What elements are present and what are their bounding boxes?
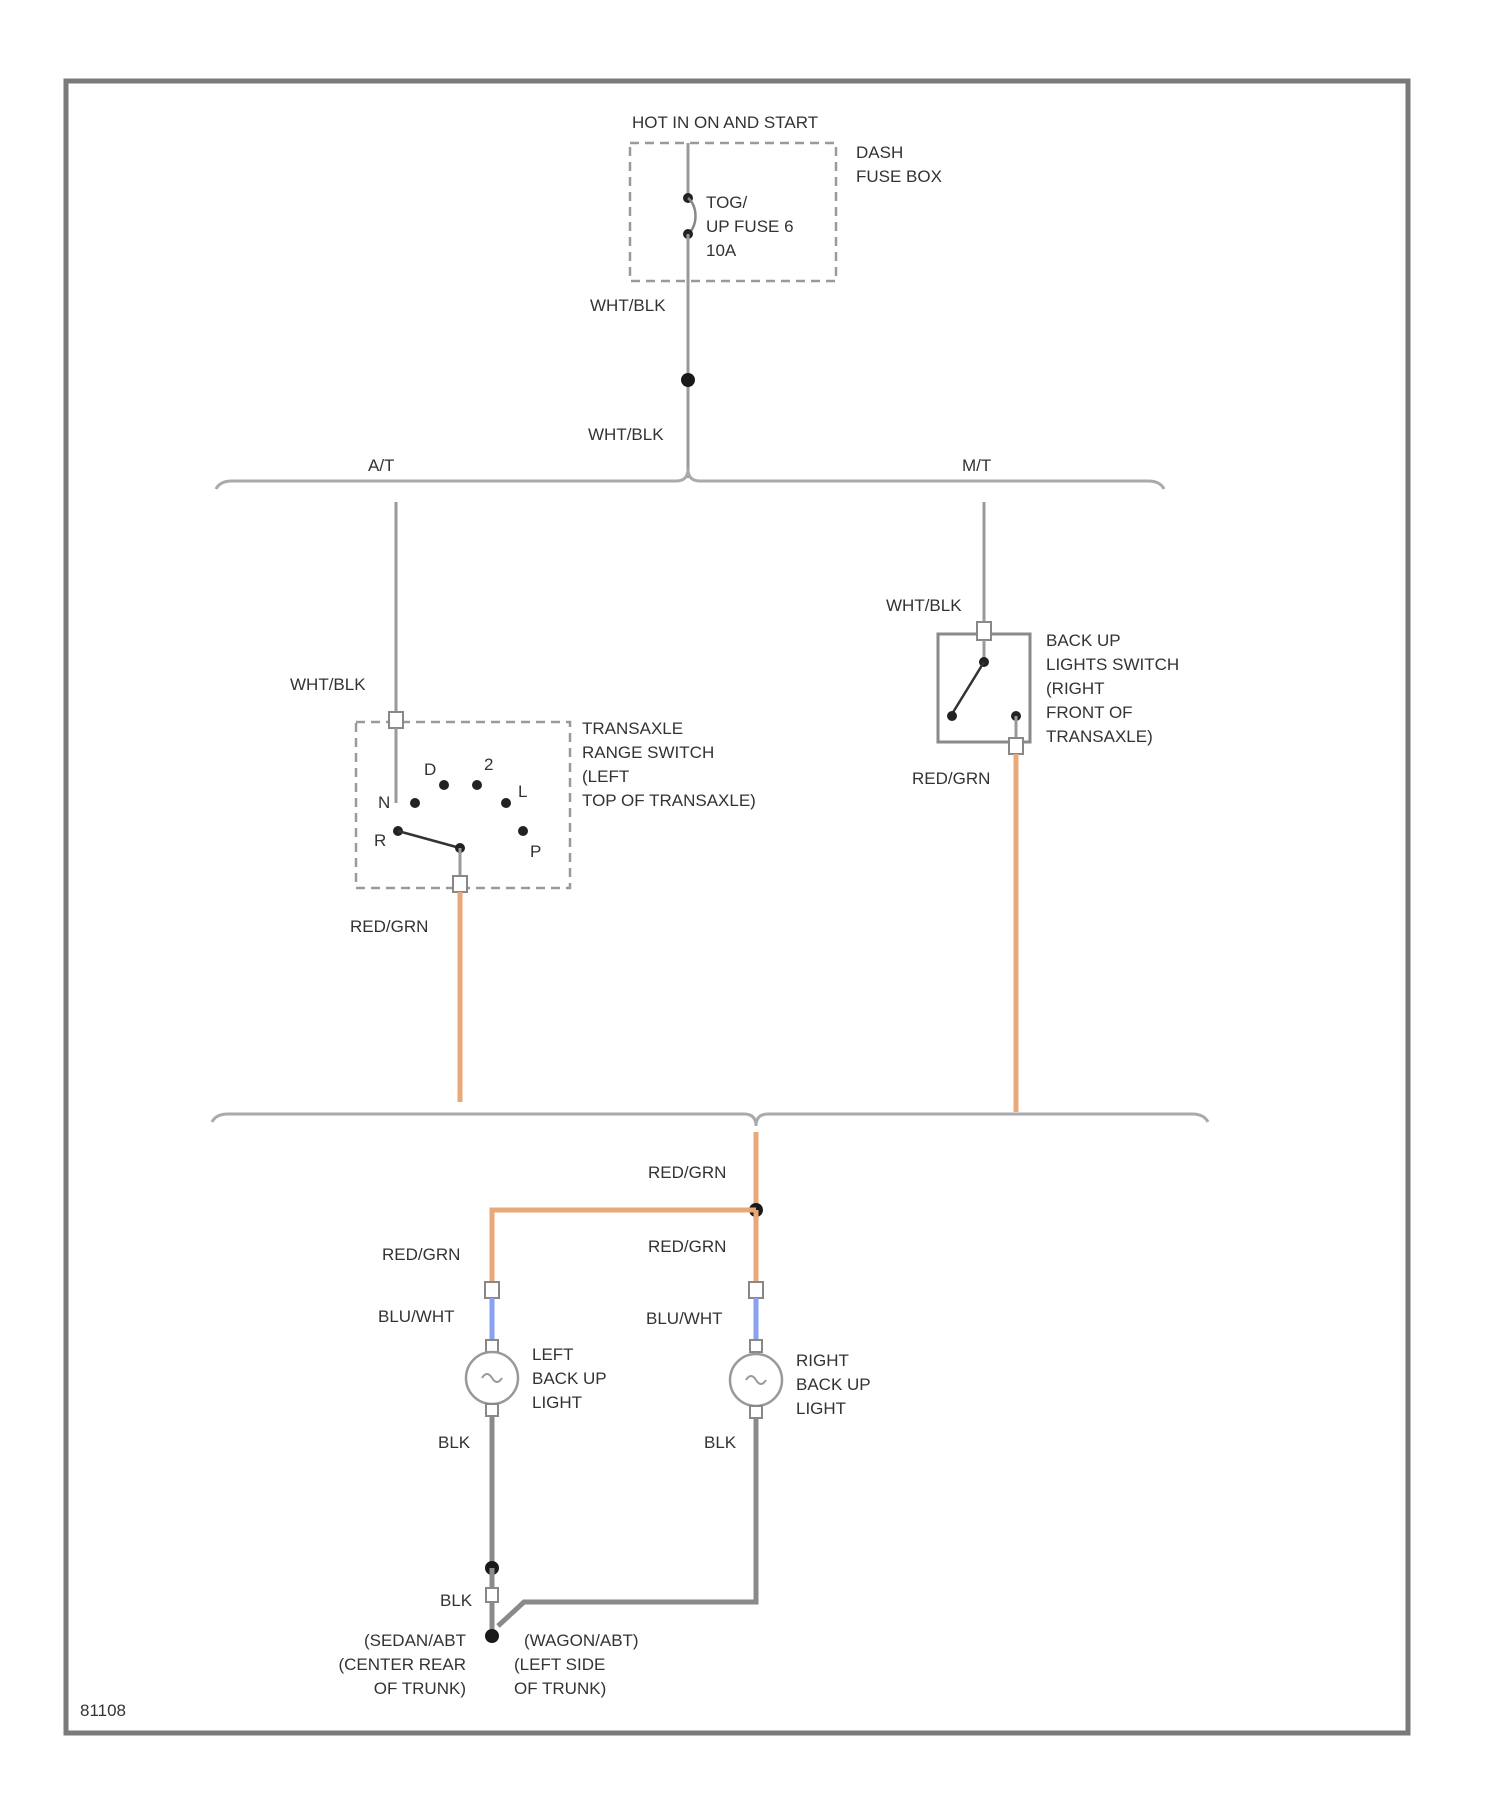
right-light-label-1: RIGHT xyxy=(796,1351,849,1370)
wire-label-wht-blk-2: WHT/BLK xyxy=(588,425,664,444)
wire-label-blk-ground: BLK xyxy=(440,1591,473,1610)
wire-label-wht-blk-mt: WHT/BLK xyxy=(886,596,962,615)
wire-label-wht-blk-1: WHT/BLK xyxy=(590,296,666,315)
range-pos-p: P xyxy=(530,842,541,861)
range-switch-label-4: TOP OF TRANSAXLE) xyxy=(582,791,756,810)
ground-connector xyxy=(486,1588,498,1602)
range-pos-r: R xyxy=(374,831,386,850)
left-light-terminal-bottom xyxy=(486,1404,498,1416)
right-light-terminal-top xyxy=(750,1340,762,1352)
backup-switch-label-4: FRONT OF xyxy=(1046,703,1133,722)
range-pos-2: 2 xyxy=(484,755,493,774)
range-switch-label-3: (LEFT xyxy=(582,767,629,786)
range-pos-d: D xyxy=(424,760,436,779)
left-light-label-3: LIGHT xyxy=(532,1393,582,1412)
range-switch-connector-top xyxy=(389,712,403,728)
supply-label: HOT IN ON AND START xyxy=(632,113,818,132)
branch-label-at: A/T xyxy=(368,456,394,475)
splice-node-feed xyxy=(681,373,695,387)
contact-l xyxy=(501,798,511,808)
range-switch-label-2: RANGE SWITCH xyxy=(582,743,714,762)
contact-p xyxy=(518,826,528,836)
right-light-terminal-bottom xyxy=(750,1406,762,1418)
backup-switch-label-2: LIGHTS SWITCH xyxy=(1046,655,1179,674)
wire-label-red-grn-left: RED/GRN xyxy=(382,1245,460,1264)
range-pos-n: N xyxy=(378,793,390,812)
figure-id: 81108 xyxy=(80,1701,126,1720)
right-light-label-2: BACK UP xyxy=(796,1375,871,1394)
wire-label-blk-left: BLK xyxy=(438,1433,471,1452)
fuse-label-2: UP FUSE 6 xyxy=(706,217,794,236)
right-light-connector xyxy=(749,1282,763,1298)
wire-label-blu-wht-right: BLU/WHT xyxy=(646,1309,723,1328)
backup-switch-blade xyxy=(952,662,984,714)
contact-d xyxy=(439,780,449,790)
left-light-connector xyxy=(485,1282,499,1298)
backup-switch-label-1: BACK UP xyxy=(1046,631,1121,650)
option-bus-top xyxy=(216,469,1164,489)
right-backup-light: RIGHT BACK UP LIGHT xyxy=(730,1340,871,1418)
wire-label-blk-right: BLK xyxy=(704,1433,737,1452)
fuse-label-3: 10A xyxy=(706,241,737,260)
wire-label-blu-wht-left: BLU/WHT xyxy=(378,1307,455,1326)
left-light-terminal-top xyxy=(486,1340,498,1352)
left-light-label-1: LEFT xyxy=(532,1345,574,1364)
range-pos-l: L xyxy=(518,782,527,801)
fuse-box-label-1: DASH xyxy=(856,143,903,162)
backup-switch-label-5: TRANSAXLE) xyxy=(1046,727,1153,746)
wire-label-red-grn-mt: RED/GRN xyxy=(912,769,990,788)
ground-right-label-2: (LEFT SIDE xyxy=(514,1655,605,1674)
transaxle-range-switch: N D 2 L R P TRANSAXLE RANGE SWITCH (LEFT… xyxy=(356,712,756,892)
contact-n xyxy=(410,798,420,808)
ground-right-label-1: (WAGON/ABT) xyxy=(524,1631,639,1650)
fuse-symbol xyxy=(688,198,696,234)
dash-fuse-box: HOT IN ON AND START DASH FUSE BOX TOG/ U… xyxy=(630,113,942,281)
ground-left-label-3: OF TRUNK) xyxy=(374,1679,466,1698)
branch-label-mt: M/T xyxy=(962,456,991,475)
backup-switch-contact-bottom xyxy=(947,711,957,721)
ground-point-sedan xyxy=(485,1629,499,1643)
diagram-frame xyxy=(66,81,1408,1733)
fuse-box-outline xyxy=(630,143,836,281)
wire-label-red-grn-bus: RED/GRN xyxy=(648,1163,726,1182)
backup-switch-connector-bottom xyxy=(1009,738,1023,754)
fuse-box-label-2: FUSE BOX xyxy=(856,167,942,186)
backup-switch-label-3: (RIGHT xyxy=(1046,679,1105,698)
left-light-label-2: BACK UP xyxy=(532,1369,607,1388)
backup-switch-connector-top xyxy=(977,622,991,640)
range-switch-connector-bottom xyxy=(453,876,467,892)
backup-lights-switch: BACK UP LIGHTS SWITCH (RIGHT FRONT OF TR… xyxy=(938,622,1179,754)
ground-right-label-3: OF TRUNK) xyxy=(514,1679,606,1698)
right-light-label-3: LIGHT xyxy=(796,1399,846,1418)
ground-left-label-2: (CENTER REAR xyxy=(338,1655,466,1674)
contact-2 xyxy=(472,780,482,790)
wire-label-red-grn-at: RED/GRN xyxy=(350,917,428,936)
option-bus-bottom xyxy=(212,1114,1208,1126)
ground-left-label-1: (SEDAN/ABT xyxy=(364,1631,466,1650)
wire-label-red-grn-right: RED/GRN xyxy=(648,1237,726,1256)
range-switch-blade xyxy=(398,831,460,848)
wire-label-wht-blk-at: WHT/BLK xyxy=(290,675,366,694)
range-switch-label-1: TRANSAXLE xyxy=(582,719,683,738)
fuse-label-1: TOG/ xyxy=(706,193,748,212)
left-backup-light: LEFT BACK UP LIGHT xyxy=(466,1340,607,1416)
